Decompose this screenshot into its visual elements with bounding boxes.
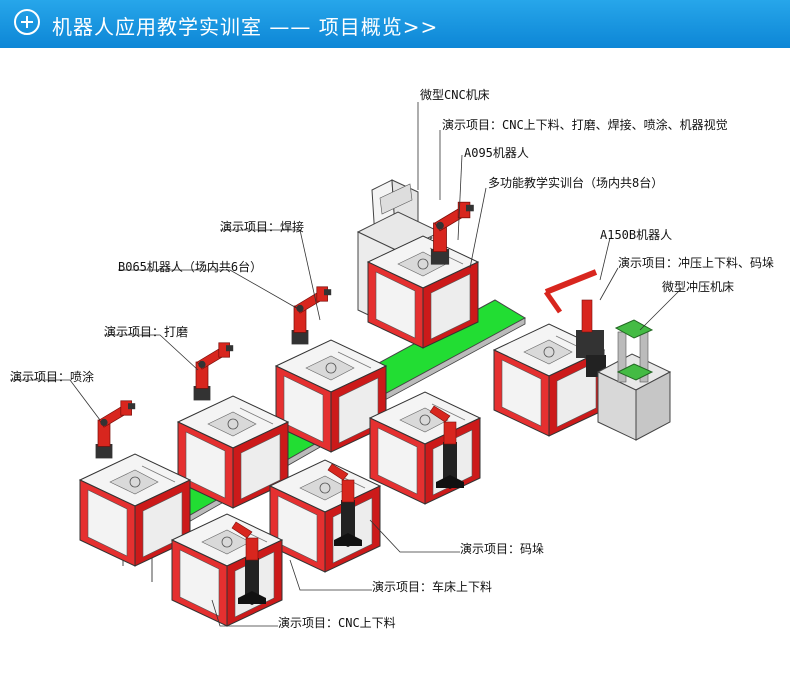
label-demo-cnc-line: 演示项目：CNC上下料、打磨、焊接、喷涂、机器视觉 — [442, 118, 728, 132]
label-cnc-machine: 微型CNC机床 — [420, 88, 490, 102]
lab-diagram — [10, 102, 681, 627]
plus-circle-icon — [14, 9, 40, 35]
a150b-robot — [543, 269, 606, 377]
label-demo-lathe: 演示项目：车床上下料 — [372, 580, 493, 594]
label-demo-weld: 演示项目：焊接 — [220, 220, 305, 234]
robot-spray — [94, 400, 136, 459]
label-demo-spray: 演示项目：喷涂 — [10, 370, 95, 384]
leader-lines — [10, 102, 681, 627]
label-a150b-robot: A150B机器人 — [600, 228, 673, 242]
label-demo-stack: 演示项目：码垛 — [460, 542, 545, 556]
label-demo-press: 演示项目：冲压上下料、码垛 — [618, 256, 775, 270]
page-header: 机器人应用教学实训室 —— 项目概览>> — [0, 0, 790, 48]
label-a095-robot: A095机器人 — [464, 146, 529, 160]
label-press-machine: 微型冲压机床 — [662, 280, 735, 294]
b065-robot — [291, 286, 332, 345]
label-demo-cnc: 演示项目：CNC上下料 — [278, 616, 396, 630]
robot-grind — [193, 342, 234, 401]
label-demo-grind: 演示项目：打磨 — [104, 325, 189, 339]
label-b065-robot: B065机器人（场内共6台） — [118, 260, 263, 274]
page-title: 机器人应用教学实训室 —— 项目概览>> — [52, 15, 439, 39]
label-training-table: 多功能教学实训台（场内共8台） — [488, 176, 664, 190]
press-machine — [596, 319, 672, 441]
